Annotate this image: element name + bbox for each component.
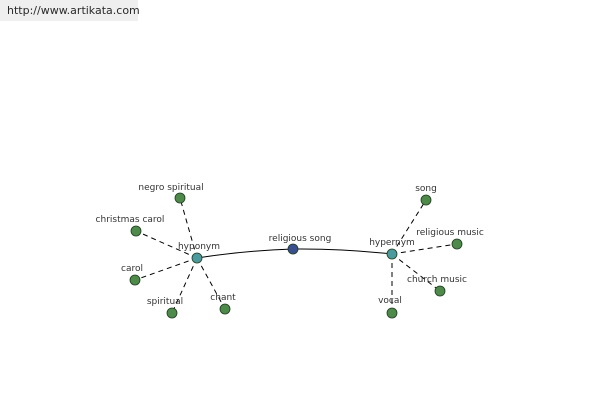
leaf-node-negro-spiritual[interactable]: negro spiritual bbox=[138, 183, 204, 204]
edge-hypernym-church-music bbox=[391, 253, 441, 292]
leaf-node-label: christmas carol bbox=[96, 215, 165, 225]
leaf-node-label: church music bbox=[407, 275, 467, 285]
leaf-node-label: carol bbox=[121, 264, 143, 274]
leaf-node-song[interactable]: song bbox=[415, 184, 437, 206]
leaf-node-church-music[interactable]: church music bbox=[407, 275, 467, 297]
edge-hyponym-spiritual bbox=[171, 257, 198, 314]
leaf-node-spiritual[interactable]: spiritual bbox=[147, 297, 183, 319]
center-node-center[interactable]: religious song bbox=[269, 234, 332, 255]
hub-node-hypernym[interactable]: hypernym bbox=[369, 238, 415, 260]
leaf-node-vocal[interactable]: vocal bbox=[378, 296, 402, 319]
edge-hyponym-christmas-carol bbox=[135, 230, 198, 259]
edge-hyponym-carol bbox=[134, 257, 198, 281]
leaf-node-label: chant bbox=[210, 293, 236, 303]
leaf-node-religious-music[interactable]: religious music bbox=[416, 228, 484, 250]
leaf-node-label: negro spiritual bbox=[138, 183, 203, 193]
hub-node-hyponym[interactable]: hyponym bbox=[178, 242, 220, 264]
leaf-node-circle[interactable] bbox=[420, 194, 432, 206]
center-node-circle[interactable] bbox=[287, 243, 299, 255]
leaf-node-circle[interactable] bbox=[451, 238, 463, 250]
leaf-node-circle[interactable] bbox=[386, 307, 398, 319]
center-node-label: religious song bbox=[269, 234, 332, 244]
edge-hyponym-chant bbox=[196, 257, 226, 310]
leaf-node-circle[interactable] bbox=[129, 274, 141, 286]
leaf-node-circle[interactable] bbox=[434, 285, 446, 297]
leaf-node-carol[interactable]: carol bbox=[121, 264, 143, 286]
leaf-node-label: spiritual bbox=[147, 297, 183, 307]
edges bbox=[134, 197, 458, 314]
edge-hyponym-negro-spiritual bbox=[179, 197, 198, 259]
hub-node-circle[interactable] bbox=[386, 248, 398, 260]
edge-hypernym-religious-music bbox=[391, 243, 458, 255]
edge-hypernym-song bbox=[391, 199, 427, 255]
nodes: negro spiritual christmas carol carol spiri… bbox=[96, 183, 484, 319]
leaf-node-circle[interactable] bbox=[130, 225, 142, 237]
leaf-node-chant[interactable]: chant bbox=[210, 293, 236, 315]
hub-node-label: hyponym bbox=[178, 242, 220, 252]
site-url-link[interactable]: http://www.artikata.com bbox=[0, 0, 140, 21]
leaf-node-label: song bbox=[415, 184, 437, 194]
leaf-node-label: vocal bbox=[378, 296, 402, 306]
edge-hyponym-center bbox=[196, 248, 294, 259]
leaf-node-label: religious music bbox=[416, 228, 484, 238]
edge-hypernym-center bbox=[292, 248, 393, 255]
hub-node-label: hypernym bbox=[369, 238, 415, 248]
leaf-node-christmas-carol[interactable]: christmas carol bbox=[96, 215, 165, 237]
leaf-node-circle[interactable] bbox=[174, 192, 186, 204]
hub-node-circle[interactable] bbox=[191, 252, 203, 264]
leaf-node-circle[interactable] bbox=[166, 307, 178, 319]
leaf-node-circle[interactable] bbox=[219, 303, 231, 315]
